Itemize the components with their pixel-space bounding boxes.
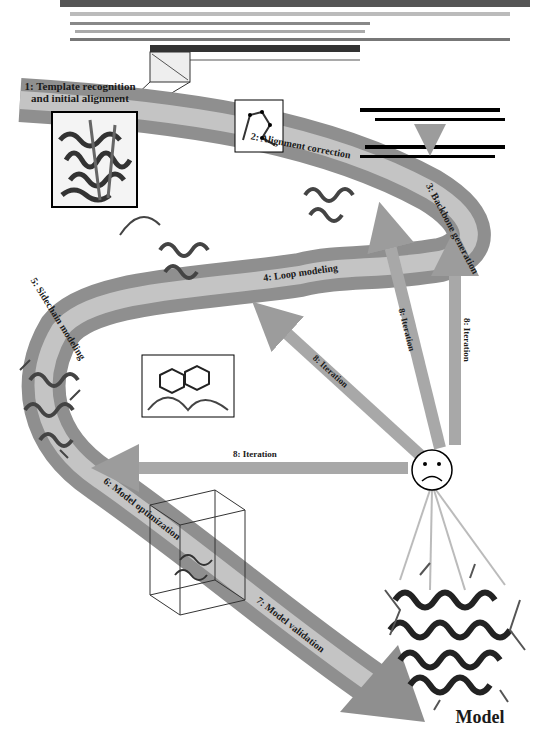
step-label: 1: Template recognition and initial alig… <box>20 80 140 104</box>
template-box <box>52 112 137 207</box>
iteration-label: 8: Iteration <box>233 450 277 460</box>
model-label: Model <box>456 708 505 728</box>
iteration-label: 8: Iteration <box>310 354 349 391</box>
ribbon-proteins <box>20 189 353 458</box>
workflow-ribbon <box>20 100 469 722</box>
sad-face <box>412 450 452 490</box>
model-protein <box>385 563 525 710</box>
alignment-strip <box>60 0 530 60</box>
iteration-label: 8: Iteration <box>461 318 471 362</box>
alignment-bars <box>360 108 505 158</box>
fan-lines <box>400 490 505 590</box>
iteration-arrows <box>115 225 455 468</box>
optimization-box <box>150 490 245 615</box>
sidechain-inset <box>142 355 234 417</box>
